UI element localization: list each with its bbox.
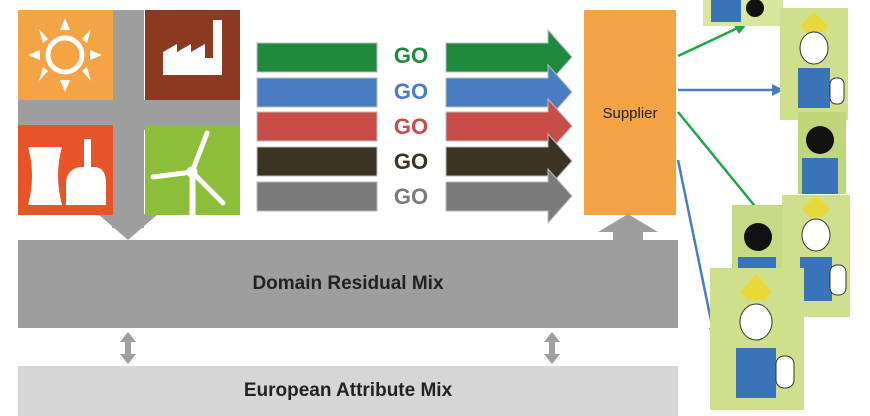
nuclear-plant-icon <box>28 139 106 205</box>
consumer-plug-icon <box>710 268 804 410</box>
european-attribute-mix-label: European Attribute Mix <box>243 380 453 401</box>
consumer-plug-icon <box>798 112 846 194</box>
consumer-plug-icon <box>780 8 848 120</box>
domain-residual-mix-label: Domain Residual Mix <box>252 273 444 294</box>
go-label-gray: GO <box>393 184 429 209</box>
go-label-green: GO <box>393 43 429 68</box>
domain-residual-mix-bar: Domain Residual Mix <box>18 240 678 328</box>
supplier-box: Supplier <box>584 10 676 215</box>
go-label-blue: GO <box>393 79 429 104</box>
european-attribute-mix-bar: European Attribute Mix <box>18 366 678 416</box>
consumer-image-2 <box>780 8 848 120</box>
solar-tile <box>18 10 113 100</box>
consumer-image-6 <box>710 268 804 410</box>
go-label-dark: GO <box>393 149 429 174</box>
factory-tile <box>145 10 240 100</box>
consumer-image-1 <box>703 0 783 26</box>
nuclear-tile <box>18 125 113 215</box>
supplier-label: Supplier <box>602 105 658 122</box>
sun-icon <box>28 18 102 92</box>
consumer-plug-icon <box>703 0 783 26</box>
factory-icon <box>163 20 222 75</box>
wind-turbine-icon <box>150 130 226 216</box>
wind-tile <box>145 125 240 216</box>
consumer-image-3 <box>798 112 846 194</box>
go-label-red: GO <box>393 114 429 139</box>
